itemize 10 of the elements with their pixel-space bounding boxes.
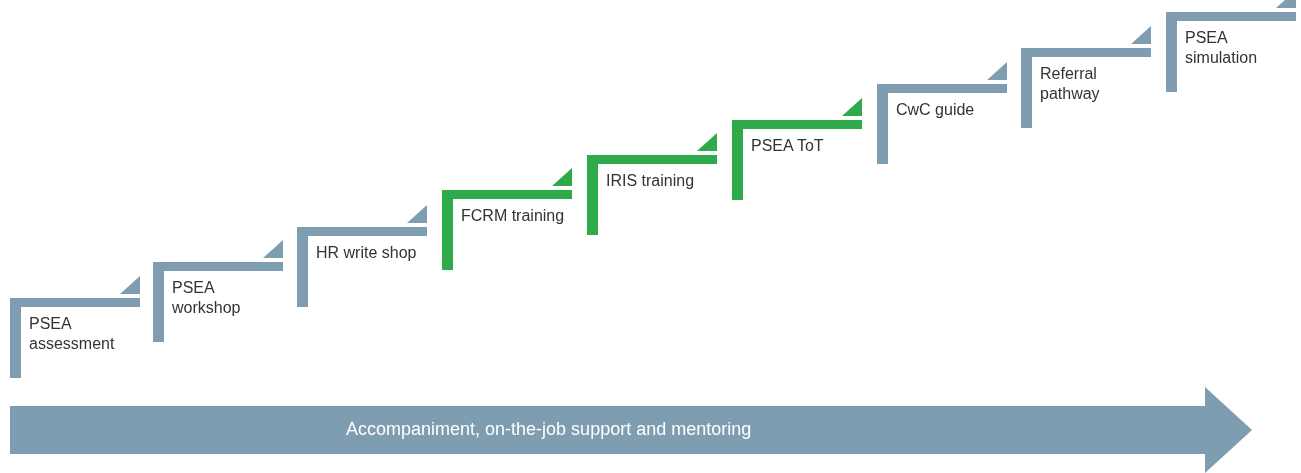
- step-label: FCRM training: [461, 206, 566, 226]
- step-label: CwC guide: [896, 100, 976, 120]
- arrow-label: Accompaniment, on-the-job support and mentoring: [346, 419, 752, 440]
- step-label: IRIS training: [606, 171, 696, 191]
- step-label: PSEA workshop: [172, 278, 242, 318]
- step-label: PSEA simulation: [1185, 28, 1259, 68]
- step-label: Referral pathway: [1040, 64, 1101, 104]
- step-label: PSEA ToT: [751, 136, 825, 156]
- step-label: HR write shop: [316, 243, 418, 263]
- step-label: PSEA assessment: [29, 314, 116, 354]
